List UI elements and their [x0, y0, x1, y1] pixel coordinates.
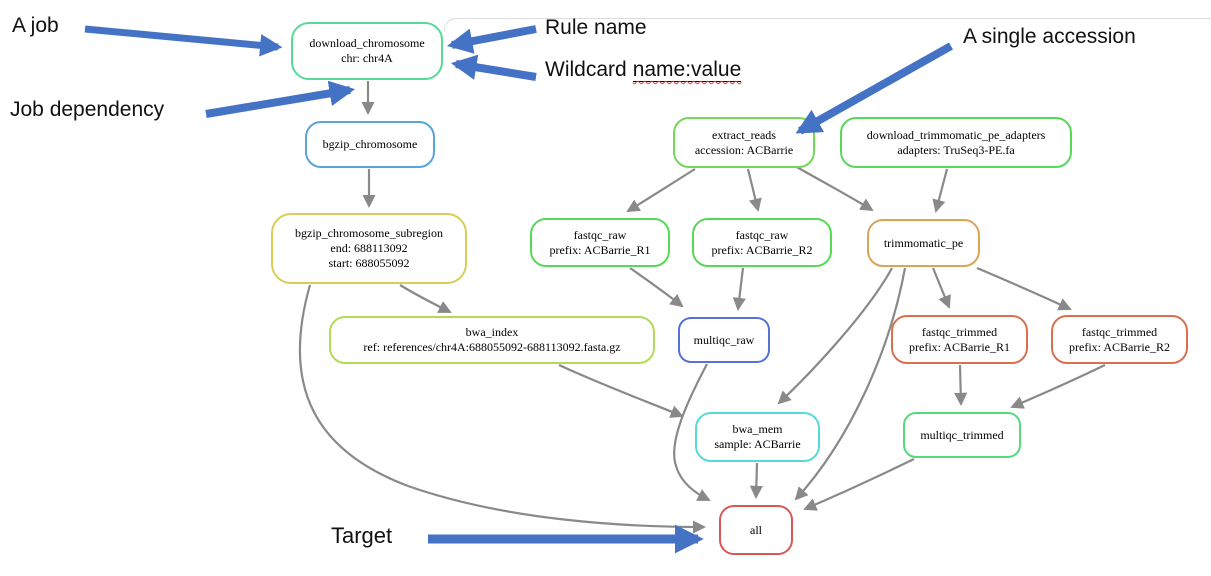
edge-fastqc-trimmed-r1-to-multiqc-trimmed — [954, 364, 968, 406]
node-rule-label: bwa_mem — [732, 422, 783, 436]
node-wildcard-label: prefix: ACBarrie_R1 — [909, 339, 1010, 354]
node-bgzip-chromosome-subregion: bgzip_chromosome_subregion end: 68811309… — [271, 213, 467, 284]
node-download-trimmomatic-pe-adapters: download_trimmomatic_pe_adapters adapter… — [840, 117, 1072, 168]
edge-multiqc-trimmed-to-all — [803, 458, 915, 511]
node-wildcard-label: end: 688113092 — [330, 241, 408, 255]
node-fastqc-raw-r2: fastqc_raw prefix: ACBarrie_R2 — [692, 218, 832, 267]
node-rule-label: multiqc_raw — [693, 332, 755, 347]
edge-fastqc-raw-r2-to-multiqc-raw — [732, 267, 746, 311]
label-a-job: A job — [12, 14, 59, 37]
edge-subregion-to-all — [298, 284, 706, 534]
label-job-dependency: Job dependency — [10, 98, 165, 121]
edge-trimmomatic-pe-to-all — [794, 267, 907, 501]
embedded-image-border — [444, 18, 1211, 31]
node-rule-label: bgzip_chromosome_subregion — [295, 226, 443, 240]
edge-adapters-to-trimmomatic-pe — [932, 168, 949, 213]
annotation-arrow-a-job — [84, 25, 283, 57]
edge-fastqc-trimmed-r2-to-multiqc-trimmed — [1010, 364, 1106, 409]
node-wildcard-label: prefix: ACBarrie_R2 — [711, 242, 813, 257]
edge-trimmomatic-pe-to-fastqc-trimmed-r1 — [931, 267, 951, 309]
node-wildcard-label: sample: ACBarrie — [714, 437, 801, 451]
edge-trimmomatic-pe-to-bwa-mem — [777, 267, 893, 405]
node-wildcard-label: ref: references/chr4A:688055092-68811309… — [363, 340, 621, 354]
node-wildcard-label: start: 688055092 — [328, 256, 410, 270]
node-download-chromosome: download_chromosome chr: chr4A — [291, 22, 443, 80]
node-fastqc-trimmed-r2: fastqc_trimmed prefix: ACBarrie_R2 — [1051, 315, 1188, 364]
annotation-arrow-wildcard — [450, 54, 537, 81]
node-multiqc-trimmed: multiqc_trimmed — [903, 412, 1021, 458]
label-rule-name: Rule name — [545, 16, 647, 39]
node-wildcard-label: prefix: ACBarrie_R1 — [549, 242, 651, 257]
node-wildcard-label: prefix: ACBarrie_R2 — [1069, 339, 1170, 354]
label-wildcard-value: name:value — [632, 58, 742, 81]
node-multiqc-raw: multiqc_raw — [678, 317, 770, 363]
node-wildcard-label: chr: chr4A — [341, 51, 393, 65]
node-rule-label: extract_reads — [712, 127, 776, 142]
node-rule-label: fastqc_trimmed — [1081, 324, 1158, 339]
edge-subregion-to-bwa-index — [399, 284, 452, 313]
label-single-accession: A single accession — [963, 25, 1136, 48]
edge-bwa-index-to-bwa-mem — [558, 364, 684, 418]
node-rule-label: all — [750, 522, 762, 537]
node-rule-label: bgzip_chromosome — [322, 137, 418, 151]
edge-bwa-mem-to-all — [749, 462, 763, 499]
node-wildcard-label: adapters: TruSeq3-PE.fa — [897, 142, 1015, 157]
node-trimmomatic-pe: trimmomatic_pe — [867, 219, 980, 267]
edge-multiqc-raw-to-all — [673, 363, 711, 501]
node-fastqc-raw-r1: fastqc_raw prefix: ACBarrie_R1 — [530, 218, 670, 267]
annotation-arrow-rule-name — [446, 25, 537, 54]
edge-trimmomatic-pe-to-fastqc-trimmed-r2 — [976, 266, 1072, 311]
node-rule-label: fastqc_trimmed — [921, 324, 998, 339]
node-rule-label: download_trimmomatic_pe_adapters — [866, 127, 1046, 142]
node-rule-label: fastqc_raw — [735, 227, 789, 242]
edge-fastqc-raw-r1-to-multiqc-raw — [629, 267, 684, 308]
edge-extract-reads-to-fastqc-raw-r2 — [746, 168, 762, 212]
node-bwa-index: bwa_index ref: references/chr4A:68805509… — [329, 316, 655, 364]
node-rule-label: multiqc_trimmed — [920, 427, 1004, 442]
node-rule-label: bwa_index — [465, 325, 519, 339]
node-fastqc-trimmed-r1: fastqc_trimmed prefix: ACBarrie_R1 — [891, 315, 1028, 364]
node-wildcard-label: accession: ACBarrie — [694, 142, 794, 157]
edge-extract-reads-to-trimmomatic-pe — [794, 165, 874, 212]
label-wildcard-prefix: Wildcard — [545, 58, 627, 81]
node-rule-label: fastqc_raw — [573, 227, 627, 242]
node-extract-reads: extract_reads accession: ACBarrie — [673, 117, 815, 168]
annotation-arrow-job-dependency — [205, 80, 356, 118]
edge-extract-reads-to-fastqc-raw-r1 — [626, 168, 696, 213]
label-wildcard-value-underline: name:value — [632, 58, 742, 82]
node-rule-label: download_chromosome — [309, 36, 425, 50]
label-target: Target — [331, 523, 393, 548]
node-bgzip-chromosome: bgzip_chromosome — [305, 121, 435, 168]
node-all: all — [719, 505, 793, 555]
annotation-arrow-single-accession — [795, 42, 953, 135]
node-bwa-mem: bwa_mem sample: ACBarrie — [695, 412, 820, 462]
node-rule-label: trimmomatic_pe — [883, 235, 964, 250]
